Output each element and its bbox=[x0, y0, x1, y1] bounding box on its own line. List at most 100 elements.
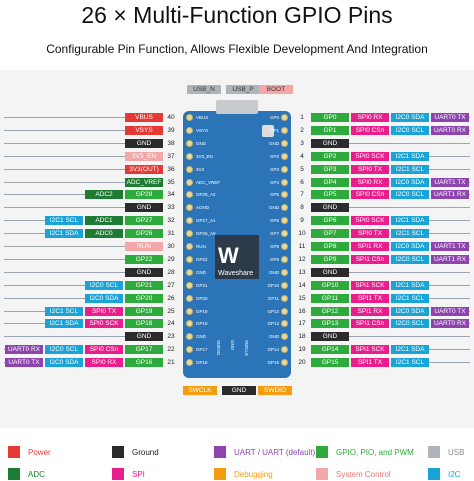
left-pin-hole bbox=[186, 243, 193, 250]
left-pin-label: VBUS bbox=[125, 113, 163, 122]
right-leader-line bbox=[469, 194, 470, 196]
right-pin-label: UART0 TX bbox=[431, 306, 469, 316]
left-board-pin-label: GND bbox=[196, 334, 206, 340]
legend-swatch-usb bbox=[428, 446, 440, 458]
left-pin-number: 33 bbox=[167, 204, 175, 212]
left-pin-label: SPI0 SCK bbox=[85, 319, 123, 329]
left-board-pin-label: 3V3_EN bbox=[196, 153, 213, 159]
right-pin-label: GND bbox=[311, 203, 349, 213]
left-leader-line bbox=[4, 284, 85, 286]
top-label-2: BOOT bbox=[259, 85, 293, 94]
left-pin-hole bbox=[186, 204, 193, 212]
left-leader-line bbox=[4, 246, 125, 247]
left-pin-label: I2C0 SCL bbox=[45, 345, 83, 355]
left-pin-number: 38 bbox=[167, 139, 175, 147]
right-leader-line bbox=[429, 284, 470, 286]
right-pin-label: GP9 bbox=[311, 254, 349, 264]
right-pin-number: 12 bbox=[298, 255, 306, 263]
left-pin-label: GP26 bbox=[125, 229, 163, 239]
left-board-pin-label: GP19 bbox=[196, 308, 208, 314]
left-pin-number: 35 bbox=[167, 178, 175, 186]
right-pin-number: 5 bbox=[300, 165, 304, 173]
right-board-pin-label: GP12 bbox=[267, 308, 279, 314]
left-pin-label: VSYS bbox=[125, 125, 163, 135]
right-board-pin-label: GP13 bbox=[267, 321, 279, 327]
left-board-pin-label: GP26_A0 bbox=[196, 231, 216, 237]
board-bottom-pin: SWCLK bbox=[244, 340, 249, 357]
right-pin-label: GND bbox=[311, 138, 349, 148]
left-pin-number: 37 bbox=[167, 152, 175, 160]
right-pin-hole bbox=[281, 333, 288, 341]
right-leader-line bbox=[469, 129, 470, 131]
left-pin-hole bbox=[186, 268, 193, 276]
right-pin-hole bbox=[281, 346, 288, 354]
left-board-pin-label: GP27_A1 bbox=[196, 218, 216, 224]
legend-swatch-debug bbox=[214, 468, 226, 480]
right-leader-line bbox=[349, 336, 470, 338]
left-pin-label: SPI0 RX bbox=[85, 358, 123, 368]
right-board-pin-label: GP15 bbox=[267, 360, 279, 366]
left-pin-label: ADC2 bbox=[85, 190, 123, 200]
left-pin-label: 3V3_EN bbox=[125, 151, 163, 161]
right-pin-label: SPI1 RX bbox=[351, 242, 389, 251]
left-pin-hole bbox=[186, 152, 193, 160]
left-pin-hole bbox=[186, 230, 193, 238]
right-pin-number: 1 bbox=[300, 114, 304, 121]
left-leader-line bbox=[4, 207, 125, 209]
left-pin-label: SPI0 CSn bbox=[85, 345, 123, 355]
right-pin-number: 18 bbox=[298, 333, 306, 341]
right-leader-line bbox=[469, 181, 470, 183]
left-pin-hole bbox=[186, 255, 193, 263]
left-pin-hole bbox=[186, 178, 193, 186]
right-pin-number: 15 bbox=[298, 294, 306, 302]
legend-swatch-adc bbox=[8, 468, 20, 480]
right-leader-line bbox=[429, 297, 470, 299]
right-pin-label: SPI1 TX bbox=[351, 358, 389, 368]
right-leader-line bbox=[349, 271, 470, 273]
legend-label-uart: UART / UART (default) bbox=[234, 448, 316, 457]
right-pin-label: SPI0 CSn bbox=[351, 125, 389, 135]
right-pin-hole bbox=[281, 204, 288, 212]
left-pin-number: 40 bbox=[167, 114, 175, 121]
right-pin-label: I2C1 SCL bbox=[391, 358, 429, 368]
right-board-pin-label: GP5 bbox=[269, 192, 279, 198]
right-pin-label: UART0 RX bbox=[431, 125, 469, 135]
right-board-pin-label: GND bbox=[269, 269, 279, 275]
left-pin-label: GP16 bbox=[125, 358, 163, 368]
left-pin-number: 30 bbox=[167, 243, 175, 250]
left-board-pin-label: GP20 bbox=[196, 295, 208, 301]
right-pin-label: UART1 TX bbox=[431, 177, 469, 187]
right-pin-label: I2C1 SDA bbox=[391, 345, 429, 355]
right-pin-number: 6 bbox=[300, 178, 304, 186]
right-pin-hole bbox=[281, 307, 288, 315]
right-pin-number: 16 bbox=[298, 307, 306, 315]
left-board-pin-label: AGND bbox=[196, 205, 210, 211]
right-pin-label: GP15 bbox=[311, 358, 349, 368]
left-pin-number: 32 bbox=[167, 217, 175, 225]
right-leader-line bbox=[469, 323, 470, 325]
right-board-pin-label: GP10 bbox=[267, 282, 279, 288]
right-pin-hole bbox=[281, 139, 288, 147]
left-board-pin-label: VSYS bbox=[196, 127, 209, 133]
page-subtitle: Configurable Pin Function, Allows Flexib… bbox=[46, 42, 428, 56]
right-pin-hole bbox=[281, 243, 288, 250]
legend-label-debug: Debugging bbox=[234, 470, 273, 479]
left-pin-number: 34 bbox=[167, 191, 175, 199]
left-leader-line bbox=[4, 142, 125, 144]
right-pin-number: 11 bbox=[298, 243, 306, 250]
left-board-pin-label: GP17 bbox=[196, 347, 208, 353]
left-pin-number: 29 bbox=[167, 255, 175, 263]
legend-swatch-system bbox=[316, 468, 328, 480]
board-bottom-pin: SWDIO bbox=[216, 340, 221, 356]
left-pin-label: SPI0 TX bbox=[85, 306, 123, 316]
boot-button[interactable] bbox=[262, 125, 274, 137]
left-pin-hole bbox=[186, 346, 193, 354]
left-board-pin-label: RUN bbox=[196, 244, 206, 249]
right-leader-line bbox=[429, 349, 470, 351]
right-pin-hole bbox=[281, 230, 288, 238]
left-pin-label: I2C0 SDA bbox=[85, 293, 123, 303]
right-pin-label: GP1 bbox=[311, 125, 349, 135]
left-pin-label: GND bbox=[125, 203, 163, 213]
right-pin-label: GP13 bbox=[311, 319, 349, 329]
right-pin-label: I2C1 SCL bbox=[391, 293, 429, 303]
